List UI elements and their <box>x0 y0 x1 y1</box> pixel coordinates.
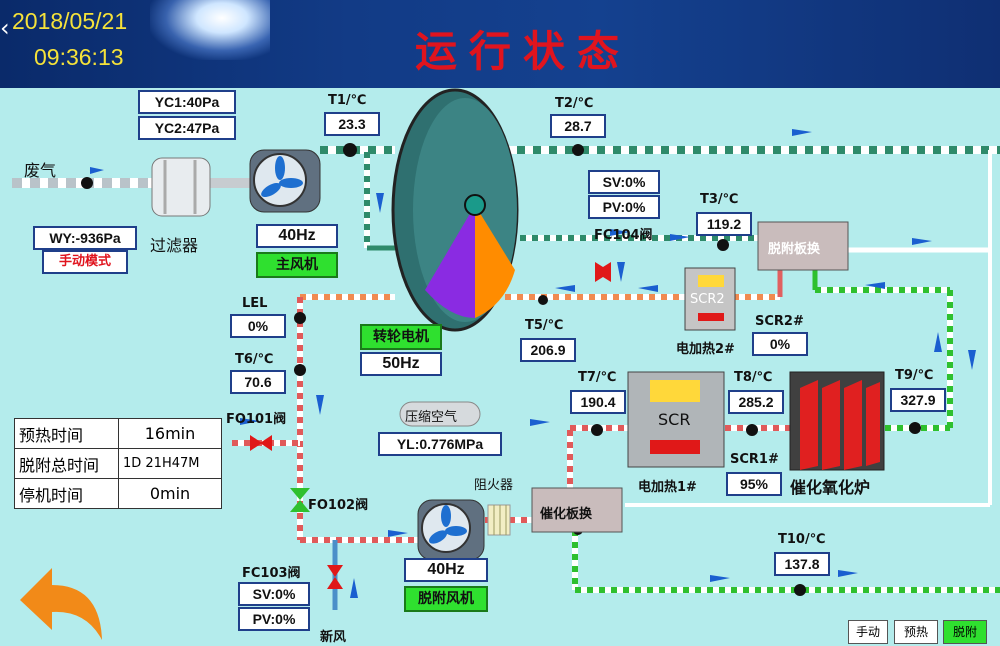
t6-sensor-dot <box>294 364 306 376</box>
valve-icon <box>250 262 611 589</box>
lel-value: 0% <box>230 314 286 338</box>
t5-label: T5/℃ <box>525 318 564 333</box>
flame-arrester-label: 阻火器 <box>474 478 514 493</box>
yc1-readout: YC1:40Pa <box>138 90 236 114</box>
preheat-time-label: 预热时间 <box>14 418 119 449</box>
t7-label: T7/℃ <box>578 370 617 385</box>
desorb-total-value: 1D 21H47M <box>118 448 222 479</box>
scr2-label: SCR2 <box>690 292 725 307</box>
t7-sensor-dot <box>591 424 603 436</box>
header-glare <box>150 0 270 60</box>
yc2-readout: YC2:47Pa <box>138 116 236 140</box>
desorb-total-label: 脱附总时间 <box>14 448 119 479</box>
back-button[interactable] <box>18 566 106 642</box>
scr2-heater-label: 电加热2# <box>676 342 735 357</box>
preheat-button[interactable]: 预热 <box>894 620 938 644</box>
t8-label: T8/℃ <box>734 370 773 385</box>
t3-value: 119.2 <box>696 212 752 236</box>
t2-value: 28.7 <box>550 114 606 138</box>
fc104-sv: SV:0% <box>588 170 660 194</box>
runtime-table: 预热时间 16min 脱附总时间 1D 21H47M 停机时间 0min <box>14 418 222 509</box>
time-display: 09:36:13 <box>34 44 124 70</box>
t10-sensor-dot <box>794 584 806 596</box>
table-row: 停机时间 0min <box>14 478 222 509</box>
rotor-adsorb-sector <box>425 205 475 318</box>
fc103-label: FC103阀 <box>242 566 301 581</box>
main-fan-button[interactable]: 主风机 <box>256 252 338 278</box>
desorb-exchanger-body <box>757 221 849 271</box>
scr1-heater-label: 电加热1# <box>638 480 697 495</box>
scr1-label: SCR <box>658 410 691 429</box>
flame-arrester-body <box>487 504 511 536</box>
lel-label: LEL <box>242 296 268 311</box>
manual-mode-badge[interactable]: 手动模式 <box>42 250 128 274</box>
fan-icon <box>261 156 303 197</box>
t1-sensor-dot <box>343 143 357 157</box>
t6-value: 70.6 <box>230 370 286 394</box>
catalytic-exchanger-label: 催化板换 <box>540 507 593 522</box>
lel-sensor-dot <box>294 312 306 324</box>
compressed-air-pressure: YL:0.776MPa <box>378 432 502 456</box>
t2-sensor-dot <box>572 144 584 156</box>
t5-value: 206.9 <box>520 338 576 362</box>
flow-arrow-icon <box>90 129 976 598</box>
scr2-pct-label: SCR2# <box>755 314 804 329</box>
wy-readout: WY:-936Pa <box>33 226 137 250</box>
t1-value: 23.3 <box>324 112 380 136</box>
table-row: 预热时间 16min <box>14 418 222 449</box>
rotor-freq: 50Hz <box>360 352 442 376</box>
t3-sensor-dot <box>717 239 729 251</box>
rotor-desorb-sector <box>475 205 515 318</box>
t10-value: 137.8 <box>774 552 830 576</box>
t9-sensor-dot <box>909 422 921 434</box>
t2-label: T2/℃ <box>555 96 594 111</box>
stop-time-label: 停机时间 <box>14 478 119 509</box>
filter-body <box>151 157 211 217</box>
fc104-pv: PV:0% <box>588 195 660 219</box>
desorb-fan-freq: 40Hz <box>404 558 488 582</box>
t3-label: T3/℃ <box>700 192 739 207</box>
desorb-exchanger-label: 脱附板换 <box>768 242 821 257</box>
scr1-pct: 95% <box>726 472 782 496</box>
manual-button[interactable]: 手动 <box>848 620 888 644</box>
fo101-label: FO101阀 <box>226 412 287 427</box>
t8-sensor-dot <box>746 424 758 436</box>
fc104-label: FC104阀 <box>594 228 653 243</box>
wy-sensor-dot <box>81 177 93 189</box>
compressed-air-label: 压缩空气 <box>405 410 458 425</box>
main-fan-freq: 40Hz <box>256 224 338 248</box>
fresh-air-label: 新风 <box>320 630 347 645</box>
t1-label: T1/℃ <box>328 93 367 108</box>
t6-label: T6/℃ <box>235 352 274 367</box>
filter-label: 过滤器 <box>150 236 199 255</box>
fo102-label: FO102阀 <box>308 498 369 513</box>
t8-value: 285.2 <box>728 390 784 414</box>
t5-sensor-dot <box>538 295 548 305</box>
page-title: 运行状态 <box>415 27 632 76</box>
desorb-fan-button[interactable]: 脱附风机 <box>404 586 488 612</box>
stop-time-value: 0min <box>118 478 222 509</box>
scr2-pct: 0% <box>752 332 808 356</box>
scr1-pct-label: SCR1# <box>730 452 779 467</box>
t7-value: 190.4 <box>570 390 626 414</box>
t10-label: T10/℃ <box>778 532 826 547</box>
compressed-air-tank <box>399 401 481 427</box>
preheat-time-value: 16min <box>118 418 222 449</box>
inlet-label: 废气 <box>24 161 57 180</box>
back-arrow-icon <box>20 568 102 640</box>
desorb-button[interactable]: 脱附 <box>943 620 987 644</box>
header-left-chevron[interactable]: ‹ <box>0 14 10 42</box>
t9-value: 327.9 <box>890 388 946 412</box>
fc103-sv: SV:0% <box>238 582 310 606</box>
table-row: 脱附总时间 1D 21H47M <box>14 448 222 479</box>
catalytic-exchanger-body <box>531 487 623 533</box>
fc103-pv: PV:0% <box>238 607 310 631</box>
oxidizer-label: 催化氧化炉 <box>790 478 871 497</box>
rotor-motor-button[interactable]: 转轮电机 <box>360 324 442 350</box>
t9-label: T9/℃ <box>895 368 934 383</box>
date-display: 2018/05/21 <box>12 8 128 34</box>
